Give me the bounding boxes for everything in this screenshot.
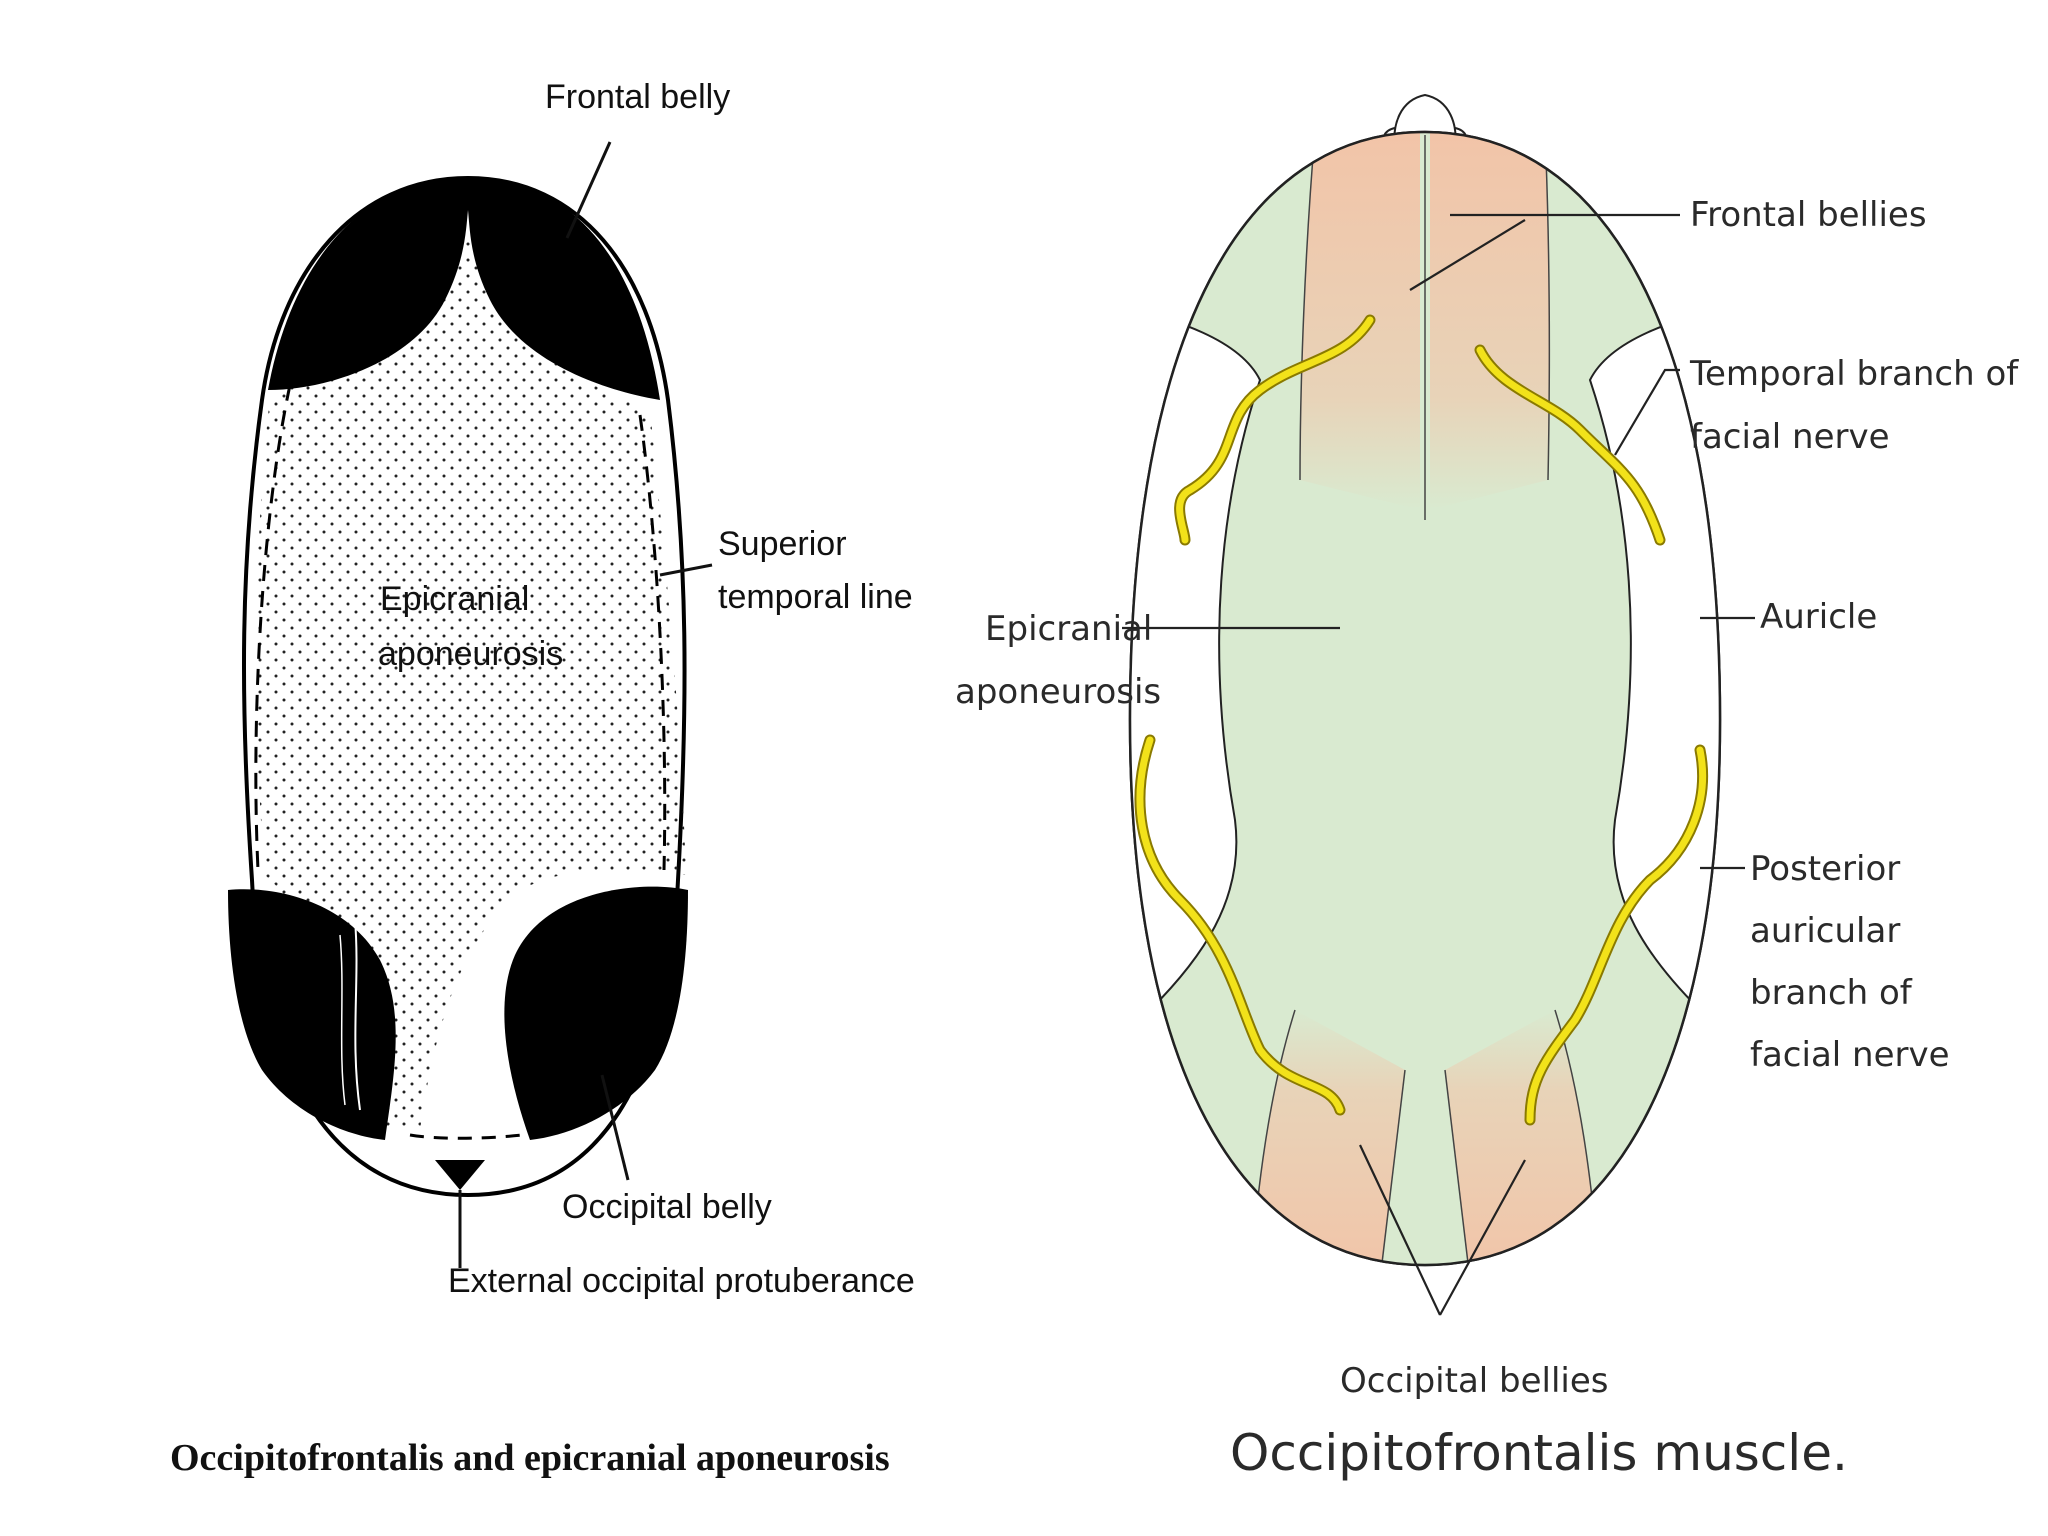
left-caption: Occipitofrontalis and epicranial aponeur… [170,1437,890,1479]
right-label-posterior-1: Posterior [1750,849,1900,889]
right-frontal-belly-left [1300,132,1420,510]
right-caption: Occipitofrontalis muscle. [1230,1424,1848,1482]
left-label-epicranial-2: aponeurosis [378,635,563,673]
right-occipital-belly-right [1445,1010,1600,1265]
right-label-frontal-bellies: Frontal bellies [1690,195,1927,235]
left-superior-temporal-line-left [254,384,292,871]
left-label-occipital-belly: Occipital belly [562,1188,772,1226]
left-label-frontal-belly: Frontal belly [545,78,730,116]
left-label-epicranial-1: Epicranial [380,580,529,618]
left-frontal-belly [268,178,660,400]
left-label-superior-1: Superior [718,525,847,563]
left-diagram: Frontal belly Superior temporal line Epi… [170,78,915,1479]
right-label-auricle: Auricle [1760,597,1877,637]
left-label-superior-2: temporal line [718,578,913,616]
right-label-occipital-bellies: Occipital bellies [1340,1361,1609,1401]
right-label-posterior-3: branch of [1750,973,1913,1013]
right-diagram: Frontal bellies Temporal branch of facia… [955,93,2019,1482]
left-epicranial-aponeurosis [256,240,686,1130]
right-label-epicranial-2: aponeurosis [955,672,1161,712]
left-occipital-belly-right [504,886,688,1140]
left-occipital-belly-left [228,889,396,1140]
left-external-occipital-protuberance [435,1160,485,1190]
right-facial-nerve [1134,314,1709,1126]
right-frontal-belly-right [1430,132,1550,510]
right-label-temporal-branch-1: Temporal branch of [1689,354,2019,394]
right-label-temporal-branch-2: facial nerve [1690,417,1890,457]
right-label-epicranial-1: Epicranial [985,609,1152,649]
left-label-external-occipital: External occipital protuberance [448,1262,915,1300]
right-label-posterior-2: auricular [1750,911,1900,951]
right-label-posterior-4: facial nerve [1750,1035,1950,1075]
